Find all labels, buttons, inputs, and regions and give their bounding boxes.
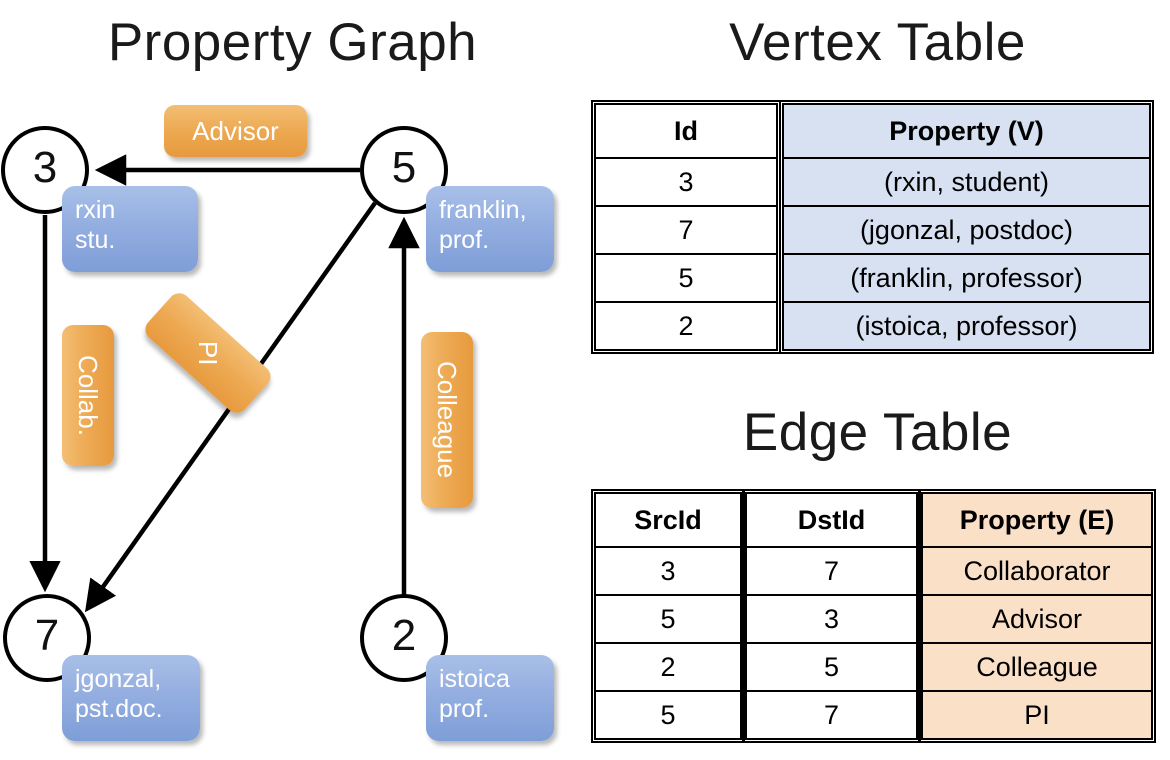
edge-table-property-table: Property (E) Collaborator Advisor Collea… — [921, 492, 1153, 740]
edge-table-header-srcid: SrcId — [594, 492, 742, 548]
edge-table-dstid-column: DstId 7 3 5 7 — [742, 489, 921, 743]
table-row[interactable]: 7 — [745, 690, 918, 740]
edge-property-bubble-colleague[interactable]: Colleague — [421, 332, 473, 508]
vertex-property-franklin-line1: franklin, — [439, 196, 527, 224]
edge-property-bubble-advisor[interactable]: Advisor — [164, 105, 307, 157]
edge-table-cell-dstid: 7 — [745, 690, 918, 740]
table-row[interactable]: (franklin, professor) — [782, 253, 1151, 303]
edge-table-cell-property: Advisor — [921, 594, 1153, 644]
page-title-property-graph: Property Graph — [107, 13, 478, 72]
table-row[interactable]: PI — [921, 690, 1153, 740]
table-row[interactable]: Advisor — [921, 594, 1153, 644]
table-row[interactable]: 5 — [594, 594, 742, 644]
table-header-row: DstId — [745, 492, 918, 548]
table-row[interactable]: Colleague — [921, 642, 1153, 692]
edge-table-header-property: Property (E) — [921, 492, 1153, 548]
vertex-property-rxin-line2: stu. — [75, 225, 116, 254]
edge-table-cell-property: Collaborator — [921, 546, 1153, 596]
table-row[interactable]: 7 — [745, 546, 918, 596]
vertex-property-franklin-line2: prof. — [439, 225, 490, 254]
graph-node-5[interactable]: 5 — [360, 126, 448, 214]
edge-property-bubble-collab[interactable]: Collab. — [62, 325, 114, 466]
edge-table-cell-srcid: 5 — [594, 594, 742, 644]
vertex-table-cell-id: 2 — [594, 301, 778, 351]
edge-table-cell-srcid: 3 — [594, 546, 742, 596]
vertex-table-id-column: Id 3 7 5 2 — [591, 100, 781, 354]
vertex-property-bubble-rxin[interactable]: rxin stu. — [62, 186, 198, 272]
vertex-property-istoica-line2: prof. — [439, 694, 490, 723]
table-header-row: Id — [594, 103, 778, 159]
table-row[interactable]: 5 — [745, 642, 918, 692]
graph-node-5-label: 5 — [391, 143, 417, 192]
edge-table-cell-srcid: 5 — [594, 690, 742, 740]
page-title-edge-table: Edge Table — [742, 403, 1013, 462]
vertex-property-rxin-line1: rxin — [75, 196, 116, 224]
edge-table-cell-dstid: 7 — [745, 546, 918, 596]
graph-node-2-label: 2 — [391, 611, 417, 660]
vertex-table-property-table: Property (V) (rxin, student) (jgonzal, p… — [782, 103, 1151, 351]
table-header-row: SrcId — [594, 492, 742, 548]
table-row[interactable]: 3 — [594, 157, 778, 207]
table-row[interactable]: 5 — [594, 253, 778, 303]
table-row[interactable]: (rxin, student) — [782, 157, 1151, 207]
table-row[interactable]: (istoica, professor) — [782, 301, 1151, 351]
property-graph-diagram: 3 5 7 2 rxin stu. franklin, prof. jgonza… — [1, 105, 554, 741]
edge-table-cell-property: PI — [921, 690, 1153, 740]
vertex-property-bubble-jgonzal[interactable]: jgonzal, pst.doc. — [62, 655, 200, 741]
vertex-property-bubble-istoica[interactable]: istoica prof. — [426, 655, 554, 741]
page-title-vertex-table: Vertex Table — [729, 13, 1026, 72]
table-header-row: Property (V) — [782, 103, 1151, 159]
edge-table-srcid-table: SrcId 3 5 2 5 — [594, 492, 742, 740]
edge-table-cell-property: Colleague — [921, 642, 1153, 692]
table-row[interactable]: 2 — [594, 642, 742, 692]
edge-property-collab-label: Collab. — [73, 355, 103, 436]
edge-table-property-column: Property (E) Collaborator Advisor Collea… — [918, 489, 1156, 743]
table-row[interactable]: (jgonzal, postdoc) — [782, 205, 1151, 255]
vertex-property-istoica-line1: istoica — [439, 665, 510, 693]
vertex-table-cell-property: (jgonzal, postdoc) — [782, 205, 1151, 255]
vertex-property-bubble-franklin[interactable]: franklin, prof. — [426, 186, 554, 272]
edge-table-dstid-table: DstId 7 3 5 7 — [745, 492, 918, 740]
table-row[interactable]: 5 — [594, 690, 742, 740]
vertex-table-property-column: Property (V) (rxin, student) (jgonzal, p… — [779, 100, 1154, 354]
vertex-table-cell-property: (franklin, professor) — [782, 253, 1151, 303]
table-row[interactable]: 3 — [594, 546, 742, 596]
table-header-row: Property (E) — [921, 492, 1153, 548]
graph-node-2[interactable]: 2 — [360, 594, 448, 682]
edge-table-cell-dstid: 5 — [745, 642, 918, 692]
table-row[interactable]: Collaborator — [921, 546, 1153, 596]
edge-table-srcid-column: SrcId 3 5 2 5 — [591, 489, 745, 743]
vertex-table-cell-property: (istoica, professor) — [782, 301, 1151, 351]
vertex-table-cell-id: 7 — [594, 205, 778, 255]
graph-node-3-label: 3 — [32, 143, 58, 192]
vertex-table-header-id: Id — [594, 103, 778, 159]
vertex-table-header-property: Property (V) — [782, 103, 1151, 159]
vertex-table-cell-id: 3 — [594, 157, 778, 207]
edge-table-cell-srcid: 2 — [594, 642, 742, 692]
graph-node-7-label: 7 — [34, 611, 60, 660]
edge-table-header-dstid: DstId — [745, 492, 918, 548]
edge-property-advisor-label: Advisor — [192, 116, 279, 146]
vertex-property-jgonzal-line1: jgonzal, — [75, 665, 162, 693]
table-row[interactable]: 2 — [594, 301, 778, 351]
edge-property-colleague-label: Colleague — [432, 361, 462, 479]
table-row[interactable]: 3 — [745, 594, 918, 644]
edge-table-cell-dstid: 3 — [745, 594, 918, 644]
vertex-table-id-table: Id 3 7 5 2 — [594, 103, 778, 351]
vertex-table-cell-id: 5 — [594, 253, 778, 303]
table-row[interactable]: 7 — [594, 205, 778, 255]
edge-property-pi-label: PI — [192, 340, 223, 366]
vertex-property-jgonzal-line2: pst.doc. — [75, 694, 163, 723]
vertex-table-cell-property: (rxin, student) — [782, 157, 1151, 207]
